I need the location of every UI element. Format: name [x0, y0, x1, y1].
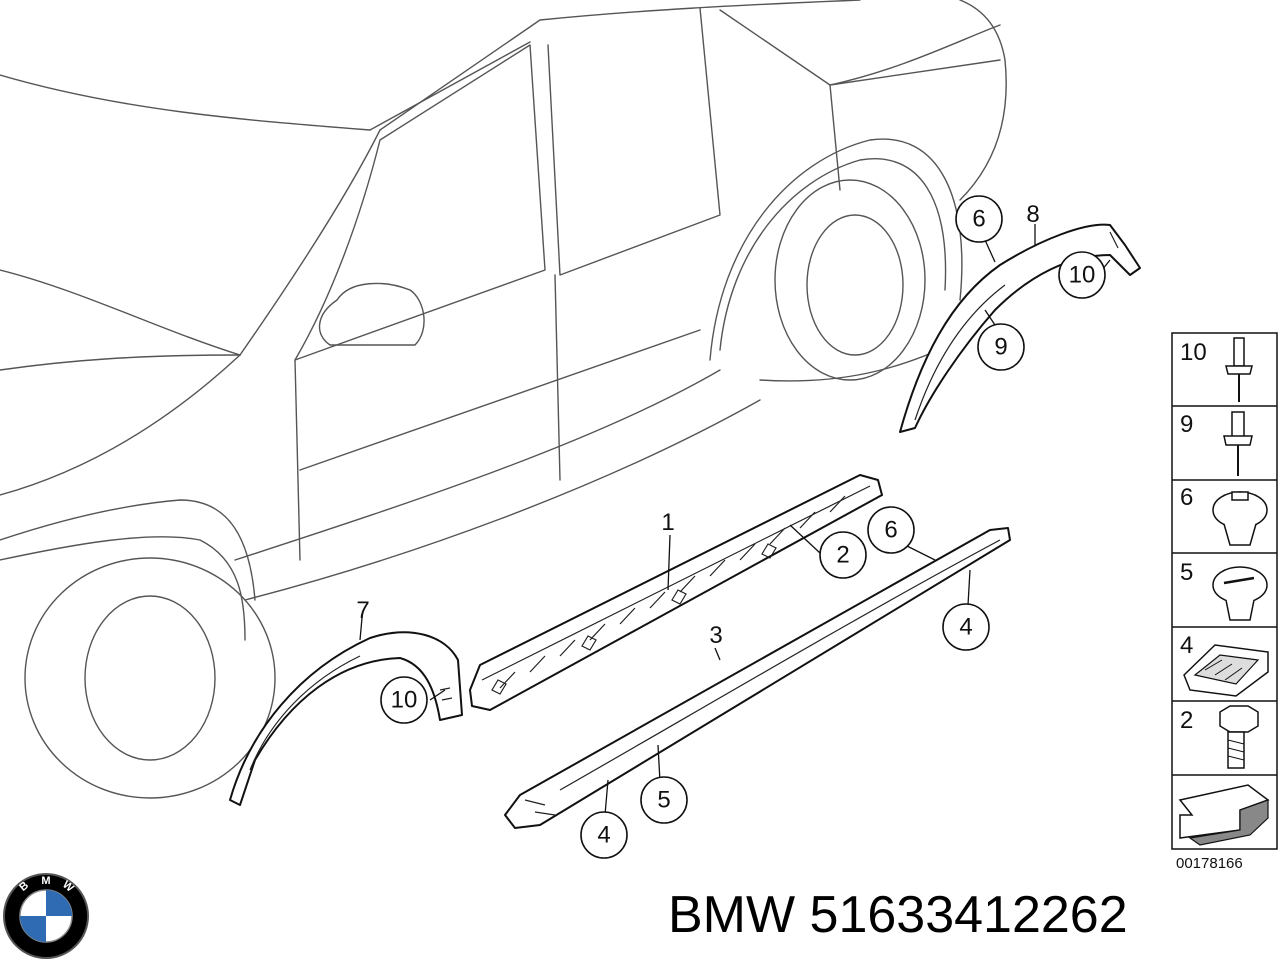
callout-7-label: 7 — [356, 597, 369, 624]
callout-10-front: 10 — [380, 676, 428, 724]
legend-label-2: 2 — [1180, 707, 1193, 734]
callout-4-left: 4 — [580, 811, 628, 859]
rivet-icon — [1225, 337, 1253, 402]
callout-4-left-label: 4 — [597, 822, 610, 849]
legend-label-4: 4 — [1180, 632, 1193, 659]
leader-lines — [359, 224, 1111, 816]
callout-6-rear-label: 6 — [972, 206, 985, 233]
callout-2-label: 2 — [836, 542, 849, 569]
callout-5-label: 5 — [657, 787, 670, 814]
legend-label-5: 5 — [1180, 559, 1193, 586]
legend-label-10: 10 — [1180, 339, 1207, 366]
callout-6-sill: 6 — [867, 506, 915, 554]
logo-letter-m: M — [41, 875, 50, 887]
legend-row-5: 5 — [1180, 559, 1268, 621]
retainer-block-icon — [1183, 644, 1269, 697]
callout-9-label: 9 — [994, 334, 1007, 361]
legend-row-2: 2 — [1180, 705, 1259, 769]
callout-10-front-label: 10 — [391, 687, 418, 714]
callout-4-right: 4 — [942, 603, 990, 651]
arrow-icon — [1178, 784, 1270, 846]
bmw-logo: B M W — [3, 873, 89, 959]
callout-8: 8 — [1026, 201, 1039, 228]
callout-7: 7 — [356, 597, 369, 624]
part-front-wheel-arch-trim — [229, 631, 463, 806]
diagram-number: 00178166 — [1176, 855, 1243, 872]
rivet-icon — [1223, 411, 1253, 476]
legend-label-6: 6 — [1180, 484, 1193, 511]
callout-8-label: 8 — [1026, 201, 1039, 228]
callout-10-rear-label: 10 — [1069, 262, 1096, 289]
callout-3: 3 — [709, 622, 722, 649]
callout-6-rear: 6 — [955, 195, 1003, 243]
fastener-legend: 10 9 6 5 — [1171, 332, 1278, 850]
legend-label-9: 9 — [1180, 411, 1193, 438]
part-sill-carrier — [469, 474, 883, 711]
callout-1: 1 — [661, 509, 674, 536]
callout-4-right-label: 4 — [959, 614, 972, 641]
part-sill-cover — [504, 527, 1011, 829]
legend-row-6: 6 — [1180, 484, 1268, 546]
expansion-clip-icon — [1212, 491, 1268, 546]
push-clip-icon — [1212, 566, 1268, 621]
callout-5: 5 — [640, 776, 688, 824]
callout-6-sill-label: 6 — [884, 517, 897, 544]
callout-1-label: 1 — [661, 509, 674, 536]
callout-3-label: 3 — [709, 622, 722, 649]
callout-9: 9 — [977, 323, 1025, 371]
callout-2: 2 — [819, 531, 867, 579]
part-number-caption: BMW 51633412262 — [668, 886, 1128, 944]
part-rear-wheel-arch-trim — [899, 223, 1141, 433]
callout-10-rear: 10 — [1058, 251, 1106, 299]
hex-bolt-icon — [1219, 705, 1259, 769]
legend-row-4: 4 — [1180, 632, 1269, 697]
legend-row-9: 9 — [1180, 411, 1253, 476]
legend-row-10: 10 — [1180, 337, 1253, 402]
